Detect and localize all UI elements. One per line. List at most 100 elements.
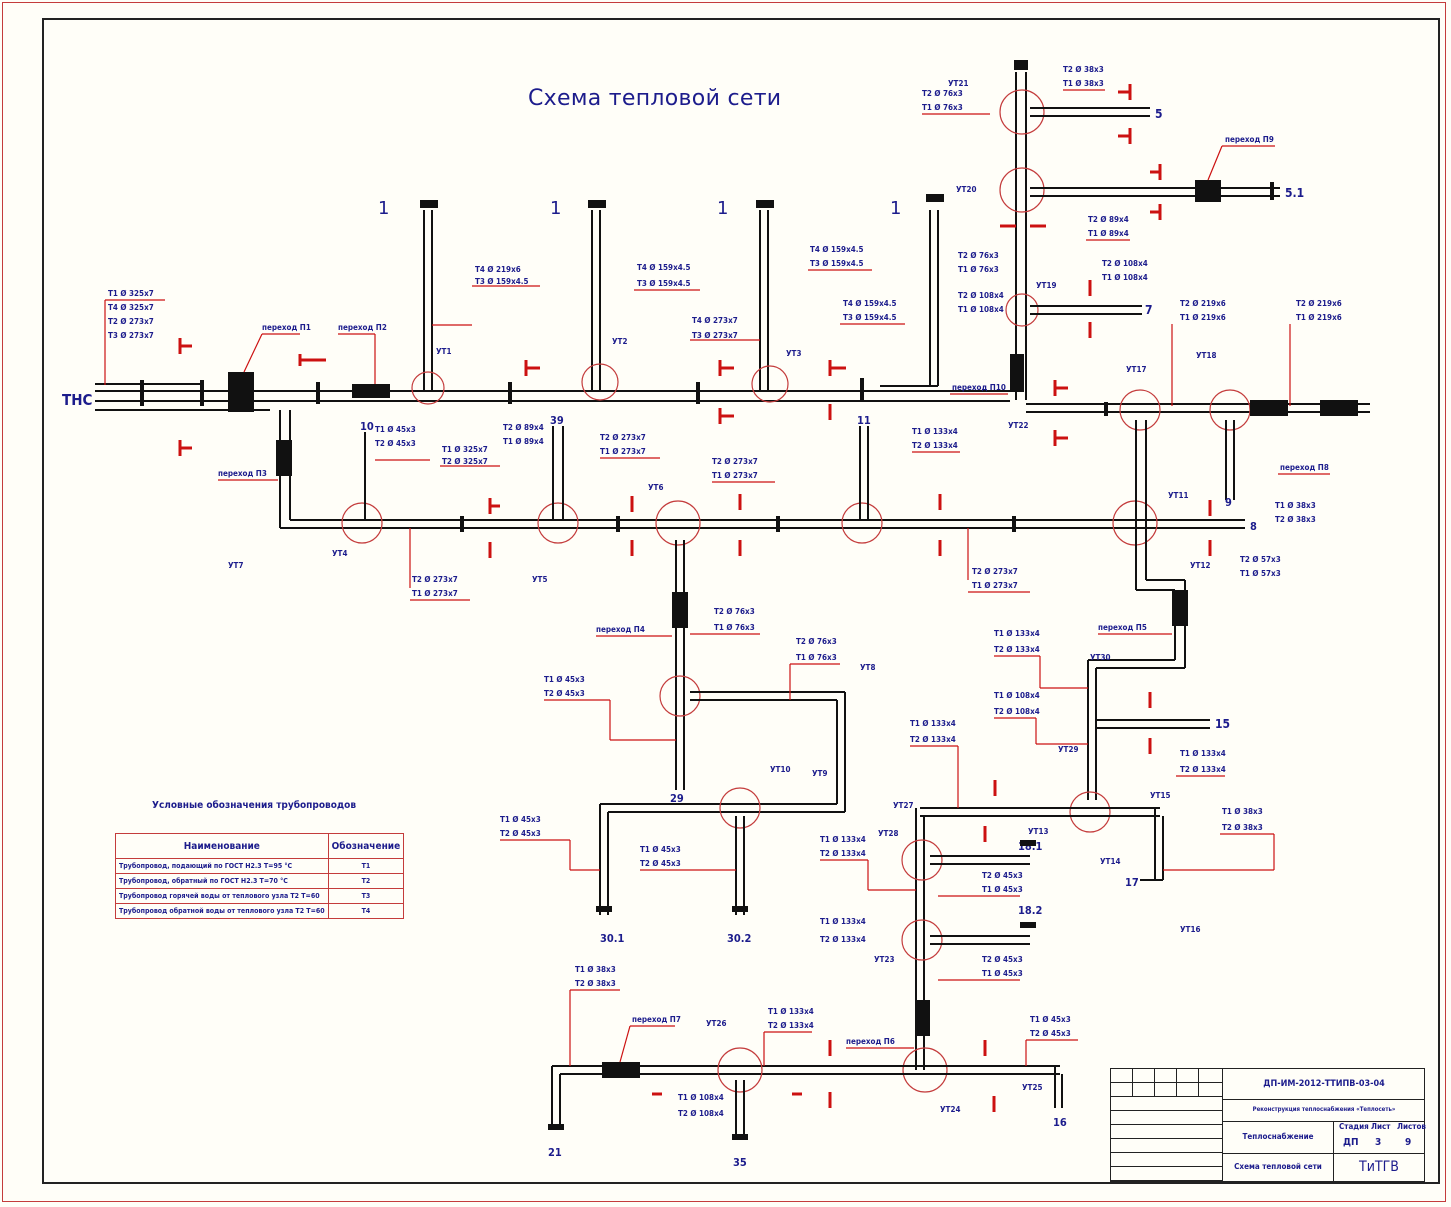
consumer-11: 11 <box>857 414 871 427</box>
stage-value: ДП <box>1343 1137 1359 1148</box>
consumer-5: 5 <box>1155 107 1163 121</box>
consumer-1c: 1 <box>717 198 728 219</box>
bottom-trunk <box>551 1047 1063 1140</box>
svg-text:УТ8: УТ8 <box>860 663 875 672</box>
svg-text:УТ24: УТ24 <box>940 1105 960 1114</box>
svg-text:Т1 Ø 38х3: Т1 Ø 38х3 <box>1275 500 1316 510</box>
svg-text:Т1 Ø 133х4: Т1 Ø 133х4 <box>994 628 1040 638</box>
svg-text:Т1 Ø 76х3: Т1 Ø 76х3 <box>796 652 837 662</box>
svg-text:Т2 Ø 38х3: Т2 Ø 38х3 <box>1063 64 1104 74</box>
svg-text:УТ16: УТ16 <box>1180 925 1200 934</box>
svg-text:Т2 Ø 76х3: Т2 Ø 76х3 <box>714 606 755 616</box>
legend-row: Трубопровод обратной воды от теплового у… <box>115 903 405 919</box>
svg-text:Т2 Ø 45х3: Т2 Ø 45х3 <box>544 688 585 698</box>
svg-text:Т1 Ø 219х6: Т1 Ø 219х6 <box>1180 312 1226 322</box>
svg-text:Т2 Ø 133х4: Т2 Ø 133х4 <box>912 440 958 450</box>
svg-text:Т2 Ø 38х3: Т2 Ø 38х3 <box>575 978 616 988</box>
svg-text:Т1 Ø 45х3: Т1 Ø 45х3 <box>375 424 416 434</box>
svg-text:переход П6: переход П6 <box>846 1037 895 1046</box>
svg-text:УТ28: УТ28 <box>878 829 898 838</box>
legend-row: Трубопровод, подающий по ГОСТ Н2.3 Т=95 … <box>115 858 405 874</box>
consumer-9: 9 <box>1225 496 1232 509</box>
svg-text:переход П9: переход П9 <box>1225 135 1274 144</box>
svg-text:Т2 Ø 133х4: Т2 Ø 133х4 <box>1180 764 1226 774</box>
svg-text:УТ5: УТ5 <box>532 575 547 584</box>
svg-text:Т1 Ø 273х7: Т1 Ø 273х7 <box>972 580 1018 590</box>
consumer-16: 16 <box>1053 1116 1067 1129</box>
svg-text:Т1 Ø 45х3: Т1 Ø 45х3 <box>544 674 585 684</box>
svg-text:Т2 Ø 57х3: Т2 Ø 57х3 <box>1240 554 1281 564</box>
svg-text:Т1 Ø 76х3: Т1 Ø 76х3 <box>958 264 999 274</box>
legend-row-name: Трубопровод обратной воды от теплового у… <box>115 903 329 919</box>
svg-text:Т3 Ø 159х4.5: Т3 Ø 159х4.5 <box>810 258 863 268</box>
svg-text:Т3 Ø 273х7: Т3 Ø 273х7 <box>692 330 738 340</box>
svg-text:Т2 Ø 133х4: Т2 Ø 133х4 <box>994 644 1040 654</box>
svg-text:УТ6: УТ6 <box>648 483 663 492</box>
legend-header-code: Обозначение <box>327 833 405 859</box>
centre-right-column <box>901 808 1030 1093</box>
source-label: ТНС <box>62 391 93 409</box>
drawing-frame <box>42 18 1440 1184</box>
svg-text:Т4 Ø 159х4.5: Т4 Ø 159х4.5 <box>843 298 896 308</box>
svg-text:Т1 Ø 89х4: Т1 Ø 89х4 <box>503 436 544 446</box>
svg-text:Т2 Ø 45х3: Т2 Ø 45х3 <box>1030 1028 1071 1038</box>
branch-consumer-1-d <box>880 210 939 387</box>
svg-text:Т2 Ø 133х4: Т2 Ø 133х4 <box>768 1020 814 1030</box>
svg-text:Т1 Ø 273х7: Т1 Ø 273х7 <box>412 588 458 598</box>
svg-text:Т2 Ø 273х7: Т2 Ø 273х7 <box>600 432 646 442</box>
svg-text:Т4 Ø 325х7: Т4 Ø 325х7 <box>108 302 154 312</box>
consumer-7: 7 <box>1145 303 1153 317</box>
svg-text:УТ21: УТ21 <box>948 79 968 88</box>
svg-text:Т2 Ø 76х3: Т2 Ø 76х3 <box>796 636 837 646</box>
consumer-15: 15 <box>1215 717 1230 731</box>
svg-text:Т1 Ø 273х7: Т1 Ø 273х7 <box>712 470 758 480</box>
svg-text:Т1 Ø 45х3: Т1 Ø 45х3 <box>500 814 541 824</box>
svg-text:Т4 Ø 159х4.5: Т4 Ø 159х4.5 <box>637 262 690 272</box>
svg-text:Т1 Ø 273х7: Т1 Ø 273х7 <box>600 446 646 456</box>
svg-text:Т2 Ø 108х4: Т2 Ø 108х4 <box>994 706 1040 716</box>
svg-text:Т4 Ø 273х7: Т4 Ø 273х7 <box>692 315 738 325</box>
svg-text:Т2 Ø 273х7: Т2 Ø 273х7 <box>712 456 758 466</box>
svg-text:Т1 Ø 219х6: Т1 Ø 219х6 <box>1296 312 1342 322</box>
svg-text:Т2 Ø 108х4: Т2 Ø 108х4 <box>678 1108 724 1118</box>
consumer-10: 10 <box>360 420 374 433</box>
legend-row-name: Трубопровод, подающий по ГОСТ Н2.3 Т=95 … <box>115 858 329 874</box>
svg-text:Т3 Ø 273х7: Т3 Ø 273х7 <box>108 330 154 340</box>
svg-text:Т1 Ø 133х4: Т1 Ø 133х4 <box>820 834 866 844</box>
svg-text:УТ27: УТ27 <box>893 801 913 810</box>
organization: ТиТГВ <box>1359 1159 1399 1175</box>
svg-text:Т1 Ø 45х3: Т1 Ø 45х3 <box>982 968 1023 978</box>
consumer-1d: 1 <box>890 198 901 219</box>
svg-text:Т1 Ø 45х3: Т1 Ø 45х3 <box>1030 1014 1071 1024</box>
svg-text:Т1 Ø 45х3: Т1 Ø 45х3 <box>982 884 1023 894</box>
svg-text:УТ4: УТ4 <box>332 549 347 558</box>
svg-text:Т3 Ø 159х4.5: Т3 Ø 159х4.5 <box>475 276 528 286</box>
svg-text:УТ11: УТ11 <box>1168 491 1188 500</box>
top-right-branch <box>999 72 1280 400</box>
sheet-label: Лист <box>1371 1122 1391 1131</box>
svg-text:Т1 Ø 76х3: Т1 Ø 76х3 <box>922 102 963 112</box>
svg-text:Т1 Ø 38х3: Т1 Ø 38х3 <box>575 964 616 974</box>
consumer-1a: 1 <box>378 198 389 219</box>
svg-text:Т2 Ø 89х4: Т2 Ø 89х4 <box>503 422 544 432</box>
stage-label: Стадия <box>1339 1122 1369 1131</box>
svg-text:УТ18: УТ18 <box>1196 351 1216 360</box>
node-labels: УТ1 УТ2 УТ3 УТ4 УТ5 УТ6 УТ7 УТ8 УТ9 УТ10… <box>228 79 1216 1114</box>
consumer-8: 8 <box>1250 520 1257 533</box>
sheet-value: 3 <box>1375 1137 1382 1148</box>
consumer-18-2: 18.2 <box>1018 904 1043 917</box>
main-trunk <box>95 354 1024 412</box>
svg-text:переход П7: переход П7 <box>632 1015 681 1024</box>
consumer-1b: 1 <box>550 198 561 219</box>
consumer-30-2: 30.2 <box>727 932 752 945</box>
svg-text:Т2 Ø 45х3: Т2 Ø 45х3 <box>982 870 1023 880</box>
svg-text:Т2 Ø 108х4: Т2 Ø 108х4 <box>958 290 1004 300</box>
svg-text:УТ23: УТ23 <box>874 955 894 964</box>
svg-text:УТ20: УТ20 <box>956 185 976 194</box>
svg-text:Т1 Ø 45х3: Т1 Ø 45х3 <box>640 844 681 854</box>
legend-row-code: Т3 <box>327 888 405 904</box>
svg-text:Т1 Ø 108х4: Т1 Ø 108х4 <box>678 1092 724 1102</box>
svg-text:УТ2: УТ2 <box>612 337 627 346</box>
svg-text:переход П2: переход П2 <box>338 323 387 332</box>
